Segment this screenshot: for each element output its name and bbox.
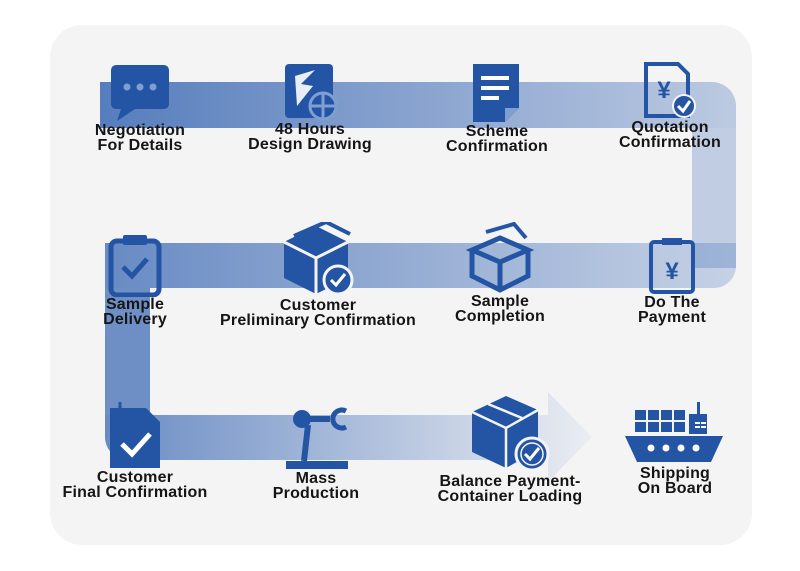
- step-label-line2: Completion: [455, 308, 545, 325]
- step-label-line1: Customer: [279, 297, 357, 314]
- step-customer-preliminary-confirmation: Customer Preliminary Confirmation: [218, 222, 418, 329]
- robot-arm-icon: [286, 407, 348, 469]
- design-tools-icon: [285, 64, 337, 121]
- band-row-1: [100, 82, 736, 128]
- step-sample-delivery: Sample Delivery: [35, 233, 235, 328]
- svg-text:¥: ¥: [657, 77, 671, 104]
- document-check-icon: [110, 402, 160, 468]
- step-label-line1: Scheme: [465, 123, 529, 140]
- step-balance-payment-container-loading: Balance Payment- Container Loading: [410, 390, 610, 505]
- step-quotation-confirmation: ¥ Quotation Confirmation: [570, 62, 770, 151]
- step-label-line1: Shipping: [639, 465, 711, 482]
- step-do-the-payment: ¥ Do The Payment: [572, 237, 772, 326]
- open-box-icon: [465, 222, 535, 293]
- step-label-line1: Balance Payment-: [439, 473, 581, 490]
- yen-clipboard-icon: ¥: [649, 238, 695, 294]
- step-negotiation: Negotiation For Details: [40, 63, 240, 154]
- step-label-line1: Sample: [470, 293, 530, 310]
- step-label-line2: On Board: [637, 480, 713, 497]
- step-label-line2: Final Confirmation: [62, 484, 208, 501]
- step-label-line2: Confirmation: [446, 138, 548, 155]
- chat-bubble-icon: [111, 65, 169, 121]
- step-label-line1: Do The: [644, 294, 700, 311]
- step-label-line2: Production: [272, 485, 360, 502]
- step-label-line1: Negotiation: [94, 122, 186, 139]
- document-icon: [473, 64, 519, 122]
- step-label-line2: Preliminary Confirmation: [220, 312, 416, 329]
- step-label-line2: Design Drawing: [248, 136, 372, 153]
- step-label-line2: Payment: [637, 309, 707, 326]
- step-label-line1: Quotation: [631, 119, 709, 136]
- step-customer-final-confirmation: Customer Final Confirmation: [35, 400, 235, 501]
- step-label-line2: Delivery: [103, 311, 167, 328]
- step-label-line2: Confirmation: [619, 134, 721, 151]
- step-mass-production: Mass Production: [216, 405, 416, 502]
- step-sample-completion: Sample Completion: [400, 222, 600, 325]
- step-scheme-confirmation: Scheme Confirmation: [397, 62, 597, 155]
- step-label-line1: Mass: [295, 470, 337, 487]
- package-check-icon: [471, 396, 550, 472]
- band-row-3-arrow: [105, 392, 592, 482]
- cargo-ship-icon: [625, 402, 723, 462]
- band-left-vertical: [105, 288, 150, 415]
- step-label-line2: Container Loading: [437, 488, 583, 505]
- step-label-line1: Sample: [105, 296, 165, 313]
- clipboard-check-icon: [108, 235, 162, 297]
- step-label-line2: For Details: [97, 137, 183, 154]
- yen-document-check-icon: ¥: [644, 62, 696, 118]
- step-label-line1: Customer: [96, 469, 174, 486]
- step-label-line1: 48 Hours: [274, 121, 346, 138]
- svg-text:¥: ¥: [665, 258, 679, 285]
- step-shipping-on-board: Shipping On Board: [575, 400, 775, 497]
- band-row-2: [105, 243, 736, 288]
- step-design-drawing: 48 Hours Design Drawing: [210, 62, 410, 153]
- box-check-icon: [283, 222, 354, 296]
